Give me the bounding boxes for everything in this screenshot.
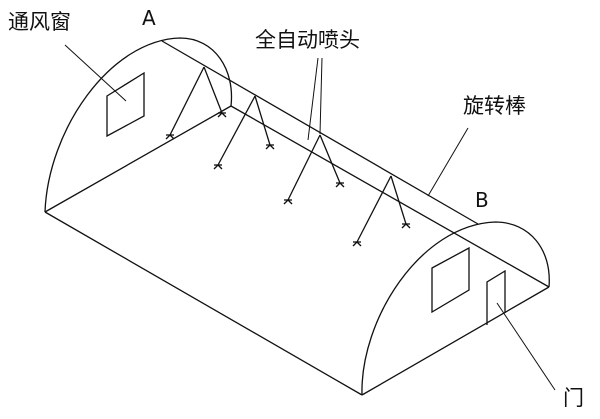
sprinkler-arm [287,134,321,201]
leader-lines [64,44,556,391]
vent-window-label: 通风窗 [8,10,71,34]
point-a-label: A [142,6,156,30]
sprinkler-nozzle-icon [401,223,407,229]
left-vent-window [106,71,145,138]
right-end-arch [361,221,550,396]
sprinkler-leader-1 [307,57,319,141]
sprinkler-arm [169,66,205,136]
sprinkler-nozzle-icon [265,144,271,150]
sprinkler-nozzle-icon [269,144,275,150]
sprinkler-arm [203,66,223,114]
sprinkler-arm [254,95,271,146]
sprinkler-nozzle-icon [339,182,345,188]
sprinkler-label: 全自动喷头 [255,28,360,52]
sprinkler-1 [165,66,227,140]
sprinkler-arm [356,175,392,243]
sprinkler-nozzle-icon [356,241,362,247]
sprinkler-nozzle-icon [352,241,358,247]
right-end-base [361,286,550,396]
left-end-arch [44,37,233,213]
sprinkler-leader-2 [319,57,323,135]
door-label: 门 [563,386,584,410]
point-b-label: B [475,188,489,212]
sprinkler-arm [390,175,407,225]
sprinkler-nozzle-icon [169,134,175,140]
sprinkler-nozzle-icon [335,182,341,188]
door-leader [496,302,556,391]
greenhouse-structure [44,37,550,396]
sprinkler-4 [352,175,411,247]
sprinklers [165,66,411,247]
sprinkler-arm [319,134,341,184]
sprinkler-nozzle-icon [213,164,219,170]
sprinkler-nozzle-icon [217,164,223,170]
rotating-rod-label: 旋转棒 [463,94,526,118]
back-top-line [230,105,550,288]
sprinkler-arm [217,95,256,166]
sprinkler-nozzle-icon [217,112,223,118]
sprinkler-3 [283,134,345,205]
vent-window-leader [64,44,127,102]
sprinkler-nozzle-icon [405,223,411,229]
sprinkler-nozzle-icon [283,199,289,205]
sprinkler-nozzle-icon [165,134,171,140]
sprinkler-nozzle-icon [221,112,227,118]
rotating-rod-leader [427,127,469,197]
door [486,269,506,325]
left-end-base [44,105,232,213]
right-vent-window [431,246,470,314]
front-floor-edge [44,211,363,396]
sprinkler-nozzle-icon [287,199,293,205]
sprinkler-2 [213,95,275,170]
